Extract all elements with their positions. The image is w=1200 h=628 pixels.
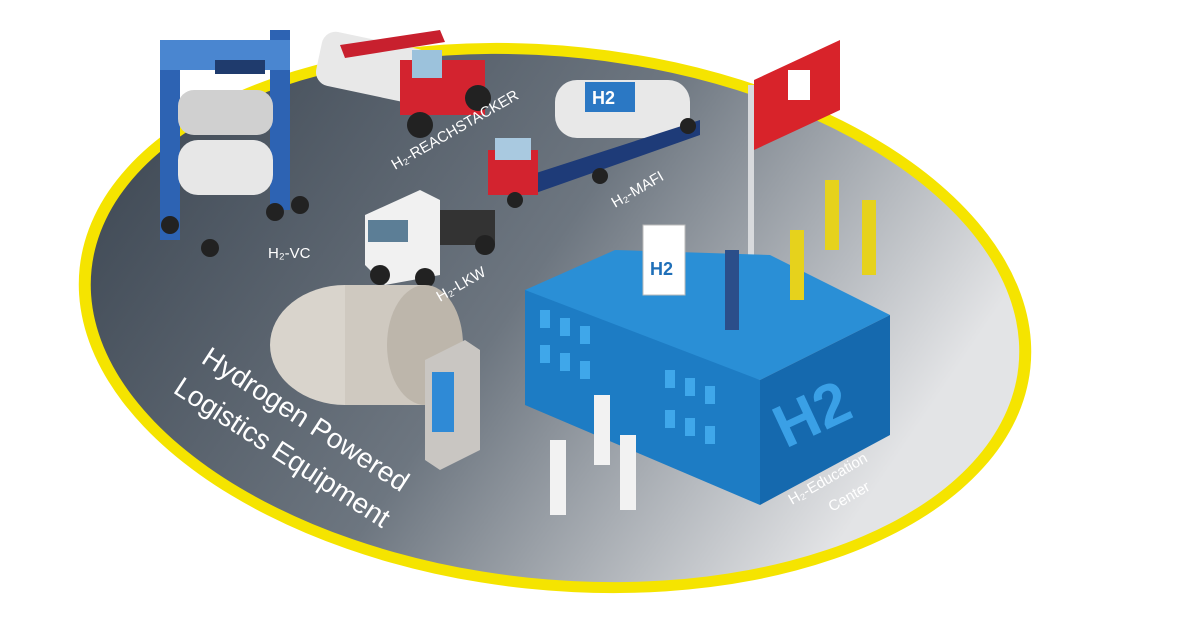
truck-lkw bbox=[365, 190, 495, 288]
flipchart-h2-text: H2 bbox=[650, 259, 673, 279]
straddle-carrier-vc bbox=[160, 30, 309, 257]
workers bbox=[550, 180, 876, 515]
label-h2-vc: H₂-VC bbox=[268, 245, 311, 262]
tank-h2-text: H2 bbox=[592, 88, 615, 108]
hamburg-flag bbox=[748, 40, 840, 330]
hydrogen-tank bbox=[270, 285, 480, 470]
mafi-tractor: H2 bbox=[488, 80, 700, 208]
reachstacker bbox=[315, 30, 491, 138]
